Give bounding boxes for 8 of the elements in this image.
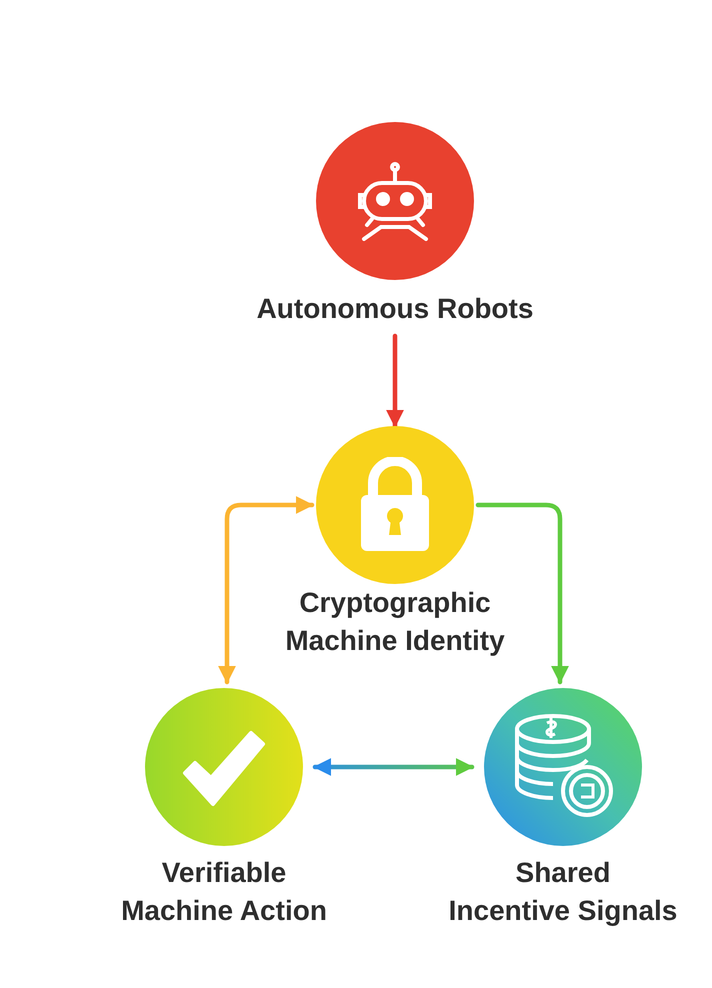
node-label: Verifiable Machine Action — [121, 856, 327, 928]
node-label: Autonomous Robots — [256, 292, 534, 326]
arrow — [386, 334, 404, 428]
arrow — [218, 496, 314, 684]
node-label: Cryptographic Machine Identity — [285, 586, 505, 658]
node-label: Shared Incentive Signals — [448, 856, 678, 928]
arrow — [476, 502, 569, 684]
arrow — [312, 758, 474, 776]
